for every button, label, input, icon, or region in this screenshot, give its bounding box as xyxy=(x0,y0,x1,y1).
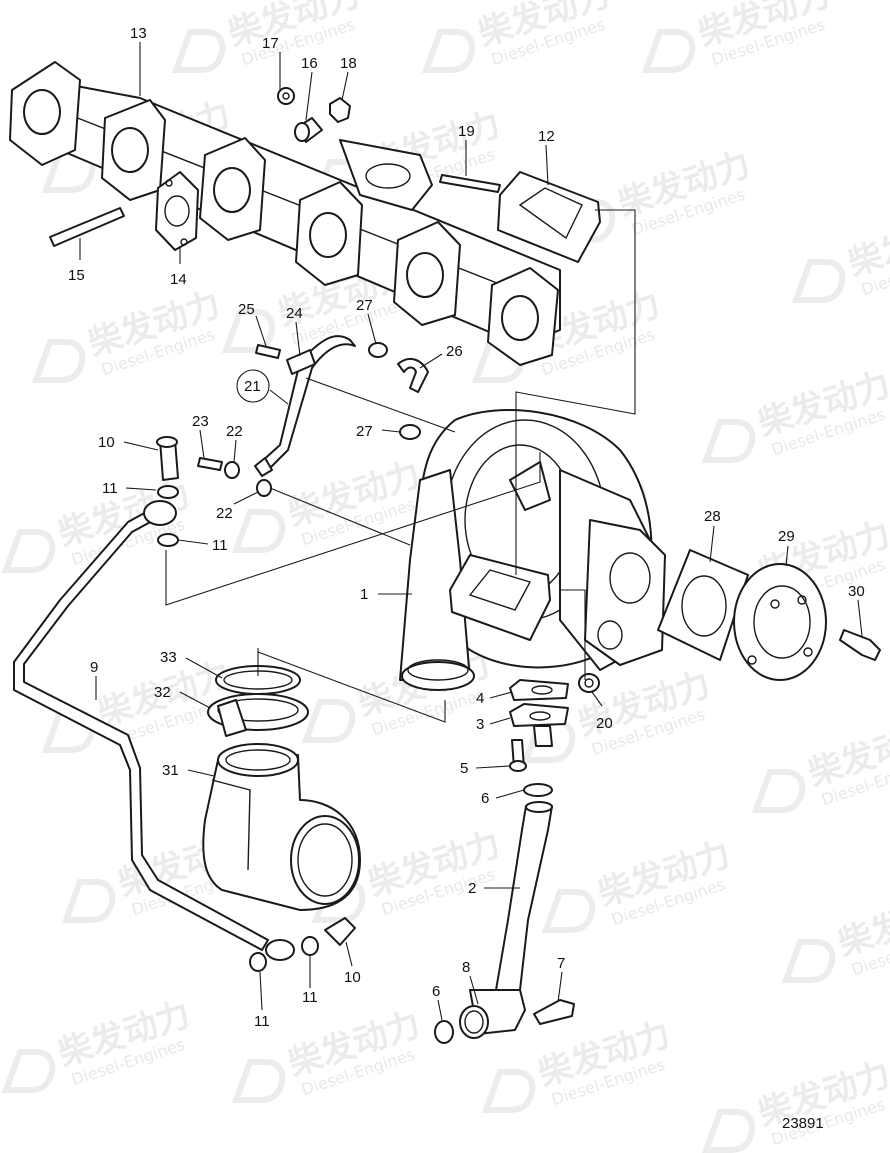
sealing-washer-22b xyxy=(256,479,272,497)
callout-33: 33 xyxy=(160,649,177,666)
sealing-washers-11 xyxy=(157,485,319,972)
turbo-stud xyxy=(439,174,501,193)
watermark-logo-icon xyxy=(171,29,226,74)
oil-pipe-nut-27a xyxy=(368,342,388,358)
watermark-logo-icon xyxy=(641,29,696,74)
callout-32: 32 xyxy=(154,684,171,701)
stud xyxy=(49,207,125,247)
drain-gasket-4 xyxy=(509,679,569,701)
watermark-logo-icon xyxy=(1,529,56,574)
drain-flange-3 xyxy=(509,703,569,747)
callout-labels: 13 17 16 18 19 12 15 14 25 24 27 26 21 2… xyxy=(68,25,865,1132)
o-ring-6b xyxy=(434,1020,454,1044)
callout-12: 12 xyxy=(538,128,555,145)
callout-18: 18 xyxy=(340,55,357,72)
watermark-logo-icon xyxy=(1,1049,56,1094)
callout-5: 5 xyxy=(460,760,468,777)
drawing-number: 23891 xyxy=(782,1115,824,1132)
turbocharger xyxy=(399,409,666,691)
callout-22a: 22 xyxy=(226,423,243,440)
exhaust-bolt xyxy=(839,629,881,661)
callout-22b: 22 xyxy=(216,505,233,522)
spacer xyxy=(294,117,323,143)
breather-hose-26 xyxy=(397,357,429,393)
callout-29: 29 xyxy=(778,528,795,545)
callout-7: 7 xyxy=(557,955,565,972)
callout-20: 20 xyxy=(596,715,613,732)
callout-27b: 27 xyxy=(356,423,373,440)
banjo-bolt-23 xyxy=(197,457,223,471)
callout-24: 24 xyxy=(286,305,303,322)
hose-clamp-32 xyxy=(207,693,309,737)
callout-11a: 11 xyxy=(102,480,118,497)
watermark-logo-icon xyxy=(481,1069,536,1114)
nut xyxy=(329,97,351,123)
watermark-logo-icon xyxy=(751,769,806,814)
callout-2: 2 xyxy=(468,880,476,897)
callout-21: 21 xyxy=(244,378,261,395)
callout-8: 8 xyxy=(462,959,470,976)
callout-17: 17 xyxy=(262,35,279,52)
inlet-elbow-31 xyxy=(202,743,361,911)
exhaust-outlet-gasket xyxy=(657,549,749,661)
callout-28: 28 xyxy=(704,508,721,525)
callout-16: 16 xyxy=(301,55,318,72)
callout-1: 1 xyxy=(360,586,368,603)
watermark-logo-icon xyxy=(301,699,356,744)
turbo-nut xyxy=(578,673,600,693)
leader-lines xyxy=(165,209,636,723)
oil-supply-pipe xyxy=(254,335,356,477)
callout-10a: 10 xyxy=(98,434,115,451)
watermark-logo-icon xyxy=(31,339,86,384)
watermark-logo-icon xyxy=(701,419,756,464)
callout-4: 4 xyxy=(476,690,484,707)
callout-6a: 6 xyxy=(481,790,489,807)
watermark-logo-icon xyxy=(221,309,276,354)
watermark-logo-icon xyxy=(701,1109,756,1153)
callout-27a: 27 xyxy=(356,297,373,314)
callout-26: 26 xyxy=(446,343,463,360)
oil-pipe-nut-27b xyxy=(399,424,421,440)
drain-adapter-8 xyxy=(459,1005,489,1039)
callout-11b: 11 xyxy=(212,537,228,554)
callout-30: 30 xyxy=(848,583,865,600)
callout-19: 19 xyxy=(458,123,475,140)
watermark-logo-icon xyxy=(541,889,596,934)
watermark-logo-icon xyxy=(791,259,846,304)
callout-21-circle xyxy=(236,369,270,403)
callout-11c: 11 xyxy=(254,1013,270,1030)
callout-25: 25 xyxy=(238,301,255,318)
callout-15: 15 xyxy=(68,267,85,284)
callout-31: 31 xyxy=(162,762,179,779)
callout-14: 14 xyxy=(170,271,187,288)
oil-pipe-bolt-25 xyxy=(255,344,281,359)
watermark-logo-icon xyxy=(61,879,116,924)
exhaust-manifold xyxy=(9,61,561,366)
callout-23: 23 xyxy=(192,413,209,430)
turbo-flange-gasket xyxy=(497,171,601,263)
o-ring-6a xyxy=(523,783,553,797)
banjo-bolt-10a xyxy=(156,436,179,481)
watermark-text: 柴发动力 xyxy=(843,204,890,284)
banjo-bolt-10b xyxy=(324,917,356,946)
washer xyxy=(277,87,295,105)
manifold-gasket xyxy=(155,171,199,251)
callout-10b: 10 xyxy=(344,969,361,986)
callout-3: 3 xyxy=(476,716,484,733)
callout-11d: 11 xyxy=(302,989,318,1006)
callout-leaders xyxy=(79,42,863,1021)
drain-bolt-5 xyxy=(509,739,527,772)
watermark-logo-icon xyxy=(231,509,286,554)
watermark-logo-icon xyxy=(781,939,836,984)
callout-6b: 6 xyxy=(432,983,440,1000)
callout-9: 9 xyxy=(90,659,98,676)
exhaust-clamp-ring xyxy=(733,563,827,681)
drain-bolt-7 xyxy=(533,999,575,1025)
sealing-washer-22a xyxy=(224,461,240,479)
callout-13: 13 xyxy=(130,25,147,42)
watermark-logo-icon xyxy=(231,1059,286,1104)
watermark-logo-icon xyxy=(421,29,476,74)
oil-return-pipe xyxy=(13,500,295,961)
